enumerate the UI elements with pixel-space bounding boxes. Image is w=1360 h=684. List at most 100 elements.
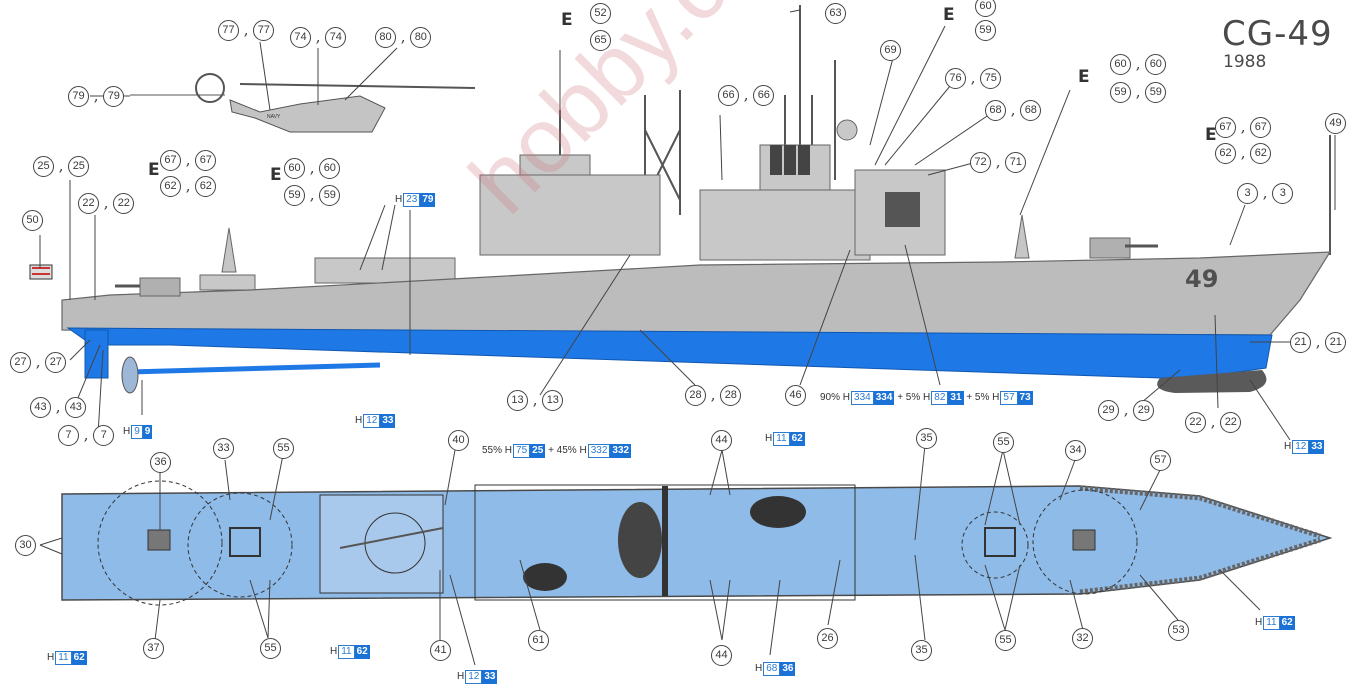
callout-c37: 37 bbox=[143, 638, 164, 659]
paint-n-code: 33 bbox=[1309, 440, 1325, 454]
funnel bbox=[770, 145, 782, 175]
callout-number: 50 bbox=[22, 210, 43, 231]
callout-number: 62 bbox=[160, 176, 181, 197]
propeller bbox=[121, 356, 139, 394]
callout-number: 7 bbox=[93, 425, 115, 446]
callout-number: 71 bbox=[1005, 152, 1027, 173]
callout-number: 80 bbox=[410, 27, 432, 48]
callout-number: 32 bbox=[1072, 628, 1093, 649]
callout-number: 27 bbox=[10, 352, 31, 373]
paint-n-code: 9 bbox=[142, 425, 153, 439]
callout-c55b: 55 bbox=[993, 432, 1014, 453]
callout-c29: 29 , 29 bbox=[1098, 400, 1155, 421]
funnel-plan bbox=[750, 496, 806, 528]
helo-deck bbox=[319, 494, 444, 594]
callout-c55d: 55 bbox=[995, 630, 1016, 651]
callout-c66: 66 , 66 bbox=[718, 85, 775, 106]
callout-number: 22 bbox=[78, 193, 99, 214]
callout-separator: , bbox=[51, 397, 66, 416]
fore-launcher bbox=[1014, 214, 1030, 259]
emblem: E bbox=[1205, 125, 1217, 145]
callout-separator: , bbox=[528, 390, 543, 409]
callout-separator: , bbox=[89, 86, 104, 105]
callout-number: 22 bbox=[1220, 412, 1242, 433]
paint-n-code: 334 bbox=[873, 391, 895, 405]
leader-lines bbox=[39, 9, 1336, 666]
callout-separator: , bbox=[305, 158, 320, 177]
paint-ratio: 90% bbox=[820, 392, 843, 403]
callout-separator: , bbox=[1131, 54, 1146, 73]
paint-ratio: + 45% bbox=[548, 445, 580, 456]
paint-h-code: 12 bbox=[1292, 440, 1310, 454]
callout-number: 7 bbox=[58, 425, 79, 446]
callout-c28: 28 , 28 bbox=[685, 385, 742, 406]
callout-number: 79 bbox=[68, 86, 89, 107]
callout-number: 33 bbox=[213, 438, 234, 459]
paint-ratio: + 5% bbox=[966, 392, 993, 403]
paint-n-code: 62 bbox=[354, 645, 370, 659]
paint-n-code: 62 bbox=[71, 651, 87, 665]
fore-gun bbox=[1089, 237, 1131, 259]
paint-h-code: 11 bbox=[338, 645, 355, 659]
emblem: E bbox=[270, 165, 282, 185]
radar-panel bbox=[885, 192, 920, 227]
callout-separator: , bbox=[1258, 183, 1273, 202]
callout-c26: 26 bbox=[817, 628, 838, 649]
callout-c7: 7 , 7 bbox=[58, 425, 115, 446]
callout-c49: 49 bbox=[1325, 113, 1346, 134]
callout-c30: 30 bbox=[15, 535, 36, 556]
callout-number: 55 bbox=[995, 630, 1016, 651]
callout-c22a: 22 , 22 bbox=[78, 193, 135, 214]
callout-c55a: 55 bbox=[273, 438, 294, 459]
callout-c61: 61 bbox=[528, 630, 549, 651]
callout-number: 36 bbox=[150, 452, 171, 473]
callout-number: 75 bbox=[980, 68, 1002, 89]
paint-n-code: 73 bbox=[1017, 391, 1033, 405]
paint-h-code: 75 bbox=[513, 444, 531, 458]
callout-separator: , bbox=[1206, 412, 1221, 431]
callout-separator: , bbox=[1131, 82, 1146, 101]
callout-number: 63 bbox=[825, 3, 846, 24]
funnel-plan bbox=[523, 563, 567, 591]
callout-number: 59 bbox=[1110, 82, 1131, 103]
callout-number: 59 bbox=[975, 20, 996, 41]
callout-separator: , bbox=[1006, 100, 1021, 119]
callout-number: 35 bbox=[916, 428, 937, 449]
callout-separator: , bbox=[305, 185, 320, 204]
paint-h-code: 12 bbox=[465, 670, 483, 684]
callout-separator: , bbox=[1236, 143, 1251, 162]
callout-c27: 27 , 27 bbox=[10, 352, 67, 373]
paint-ratio: 55% bbox=[482, 445, 505, 456]
aft-launcher bbox=[221, 227, 237, 273]
callout-c59c: 59 , 59 bbox=[1110, 82, 1167, 103]
paint-h-prefix: H bbox=[1284, 441, 1292, 452]
callout-number: 61 bbox=[528, 630, 549, 651]
callout-c72: 72 , 71 bbox=[970, 152, 1027, 173]
callout-separator: , bbox=[739, 85, 754, 104]
paint-h-prefix: H bbox=[123, 426, 131, 437]
paint-h-prefix: H bbox=[395, 194, 403, 205]
callout-number: 55 bbox=[273, 438, 294, 459]
funnel bbox=[784, 145, 796, 175]
callout-c44a: 44 bbox=[711, 430, 732, 451]
paint-h-code: 57 bbox=[1000, 391, 1018, 405]
callout-number: 60 bbox=[284, 158, 305, 179]
paint-n-code: 33 bbox=[482, 670, 498, 684]
paint-h-prefix: H bbox=[47, 652, 55, 663]
page-title: CG-49 bbox=[1222, 14, 1333, 54]
callout-number: 80 bbox=[375, 27, 396, 48]
callout-c59a: 59 , 59 bbox=[284, 185, 341, 206]
callout-separator: , bbox=[239, 20, 254, 39]
helicopter bbox=[130, 73, 476, 133]
callout-number: 30 bbox=[15, 535, 36, 556]
bulbous-bow bbox=[1157, 370, 1267, 393]
callout-c50: 50 bbox=[22, 210, 43, 231]
callout-number: 35 bbox=[911, 640, 932, 661]
callout-number: 66 bbox=[753, 85, 775, 106]
callout-number: 59 bbox=[319, 185, 341, 206]
callout-number: 55 bbox=[260, 638, 281, 659]
